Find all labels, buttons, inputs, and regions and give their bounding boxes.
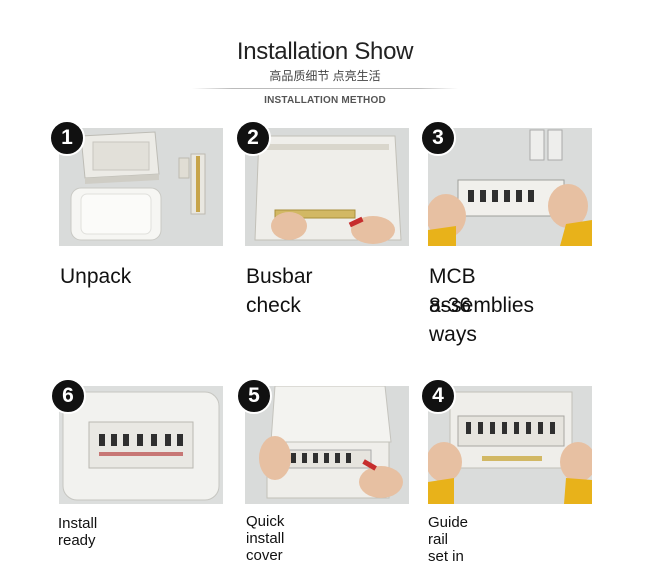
- header: Installation Show 高品质细节 点亮生活 INSTALLATIO…: [0, 0, 650, 115]
- quick-cover-photo: [245, 386, 409, 504]
- mcb-photo: [428, 128, 592, 246]
- install-ready-illustration: [59, 386, 223, 504]
- step-number-badge: 3: [420, 120, 456, 156]
- busbar-photo: [245, 128, 409, 246]
- step-number-badge: 5: [236, 378, 272, 414]
- title-divider: [192, 88, 458, 89]
- step-caption: Unpack: [60, 265, 132, 288]
- step-caption: Busbar check: [246, 265, 313, 317]
- step-caption: Install ready: [58, 515, 98, 549]
- mcb-illustration: [428, 128, 592, 246]
- section-heading: INSTALLATION METHOD: [264, 95, 386, 106]
- step-number-badge: 1: [49, 120, 85, 156]
- guide-rail-photo: [428, 386, 592, 504]
- step-number-badge: 4: [420, 378, 456, 414]
- page-subtitle: 高品质细节 点亮生活: [269, 69, 381, 83]
- quick-cover-illustration: [245, 386, 409, 504]
- busbar-illustration: [245, 128, 409, 246]
- step-caption-line1: MCB assemblies: [429, 265, 535, 317]
- page-title: Installation Show: [236, 38, 414, 65]
- step-caption: Guide rail set in: [428, 514, 469, 565]
- step-caption-line2: 8-36 ways: [429, 294, 477, 346]
- unpack-photo: [59, 128, 223, 246]
- unpack-illustration: [59, 128, 223, 246]
- step-number-badge: 6: [50, 378, 86, 414]
- step-caption: Quick install cover: [246, 513, 285, 564]
- install-ready-photo: [59, 386, 223, 504]
- guide-rail-illustration: [428, 386, 592, 504]
- step-number-badge: 2: [235, 120, 271, 156]
